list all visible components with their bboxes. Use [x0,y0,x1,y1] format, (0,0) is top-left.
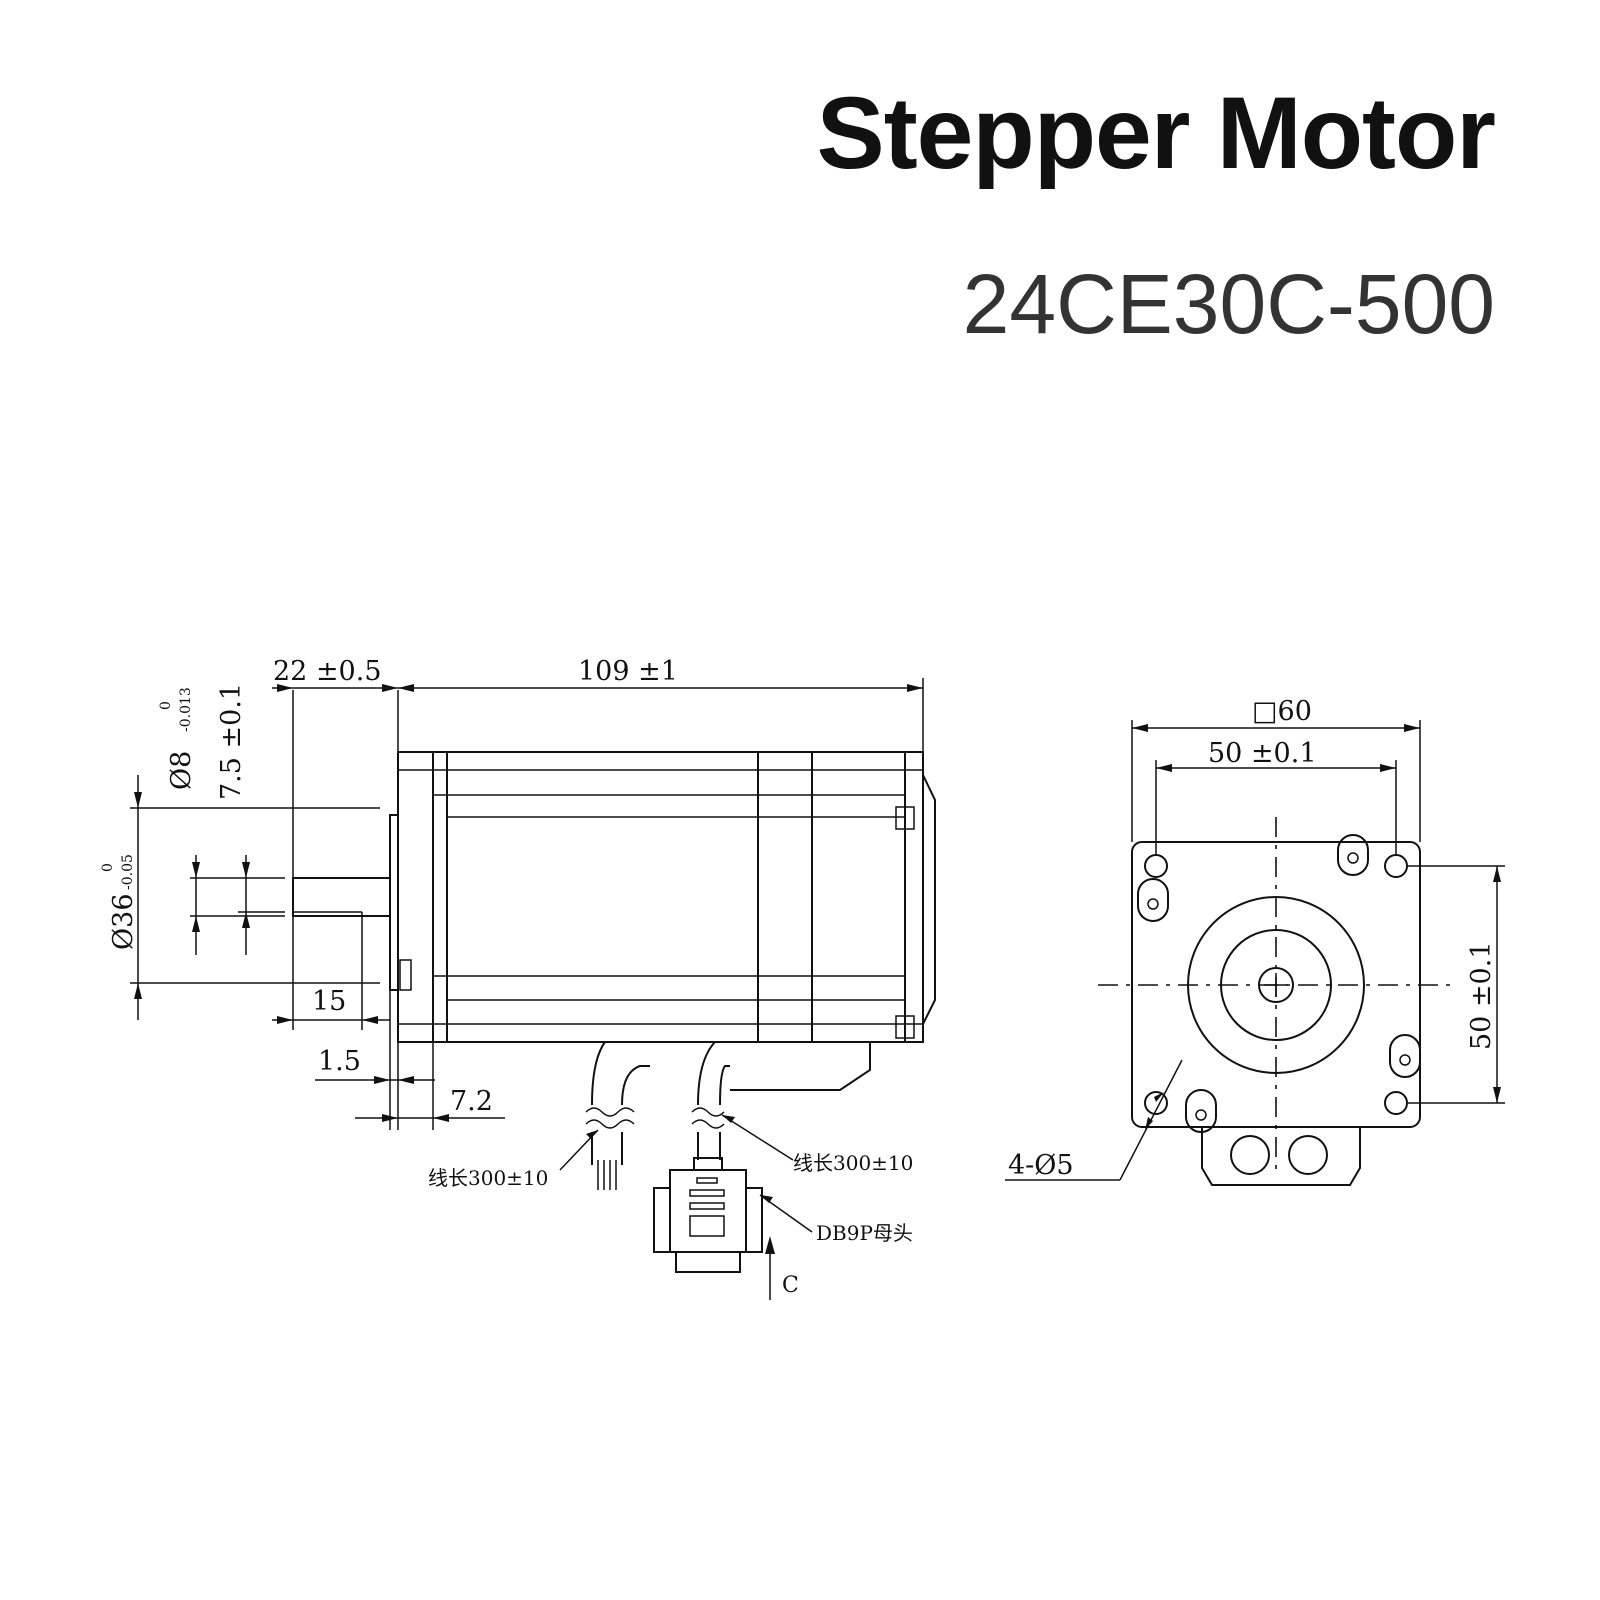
dim-shaft-tol-lower: -0.013 [178,687,194,732]
dim-boss-diameter-label: Ø36 [108,894,139,951]
leader-connector: DB9P母头 [759,1194,913,1245]
dim-flat-length-label: 15 [312,986,346,1017]
dim-body-length: 109 ±1 [398,656,924,752]
dim-flange-thickness-label: 7.2 [450,1086,493,1117]
front-view: □60 50 ±0.1 50 ±0.1 4-Ø5 [1005,696,1505,1186]
dim-shaft-diameter-label: Ø8 [166,751,197,790]
dim-boss-tol-lower: -0.05 [120,854,136,890]
dim-flat-length: 15 [272,916,390,1030]
side-view: 22 ±0.5 109 ±1 Ø8 0 -0.013 7.5 ±0.1 [100,656,936,1300]
motor-shaft [292,877,391,930]
lead-length-right-label: 线长300±10 [793,1151,913,1175]
dim-hole-spacing-y: 50 ±0.1 [1408,865,1505,1104]
dim-shaft-length: 22 ±0.5 [272,656,399,878]
dim-frame-size-label: □60 [1252,696,1312,727]
dim-hole-spacing-x-label: 50 ±0.1 [1208,738,1317,769]
leader-lead-length-right: 线长300±10 [721,1114,913,1175]
lead-length-left-label: 线长300±10 [428,1166,548,1190]
dim-shaft-length-label: 22 ±0.5 [273,656,382,687]
connector-label: DB9P母头 [816,1221,913,1245]
dim-shaft-tol-upper: 0 [158,701,174,710]
motor-body-outline [389,751,936,1091]
db9-connector [653,1157,763,1273]
front-flange [1098,817,1455,1186]
dim-boss-diameter: Ø36 0 -0.05 [100,775,380,1020]
dim-body-length-label: 109 ±1 [578,656,678,687]
view-arrow-c: C [765,1236,799,1300]
leader-mount-holes: 4-Ø5 [1005,1059,1183,1181]
leader-lead-length-left: 线长300±10 [428,1129,599,1190]
dim-boss-depth-label: 1.5 [318,1046,361,1077]
dim-frame-size: □60 [1131,696,1421,842]
dim-hole-spacing-x: 50 ±0.1 [1155,738,1397,855]
dim-flange-thickness: 7.2 [355,1042,505,1130]
model-number: 24CE30C-500 [962,257,1495,351]
dim-boss-depth: 1.5 [315,990,435,1130]
view-arrow-label: C [782,1273,799,1298]
motor-cables [585,1041,730,1190]
dim-boss-tol-upper: 0 [100,863,116,872]
dim-mount-holes-label: 4-Ø5 [1008,1150,1074,1181]
dim-shaft-diameter: Ø8 0 -0.013 [158,687,285,955]
page-title: Stepper Motor [816,76,1496,190]
dim-flat-height-label: 7.5 ±0.1 [216,683,247,800]
dim-flat-height: 7.5 ±0.1 [216,683,285,955]
dim-hole-spacing-y-label: 50 ±0.1 [1466,941,1497,1050]
